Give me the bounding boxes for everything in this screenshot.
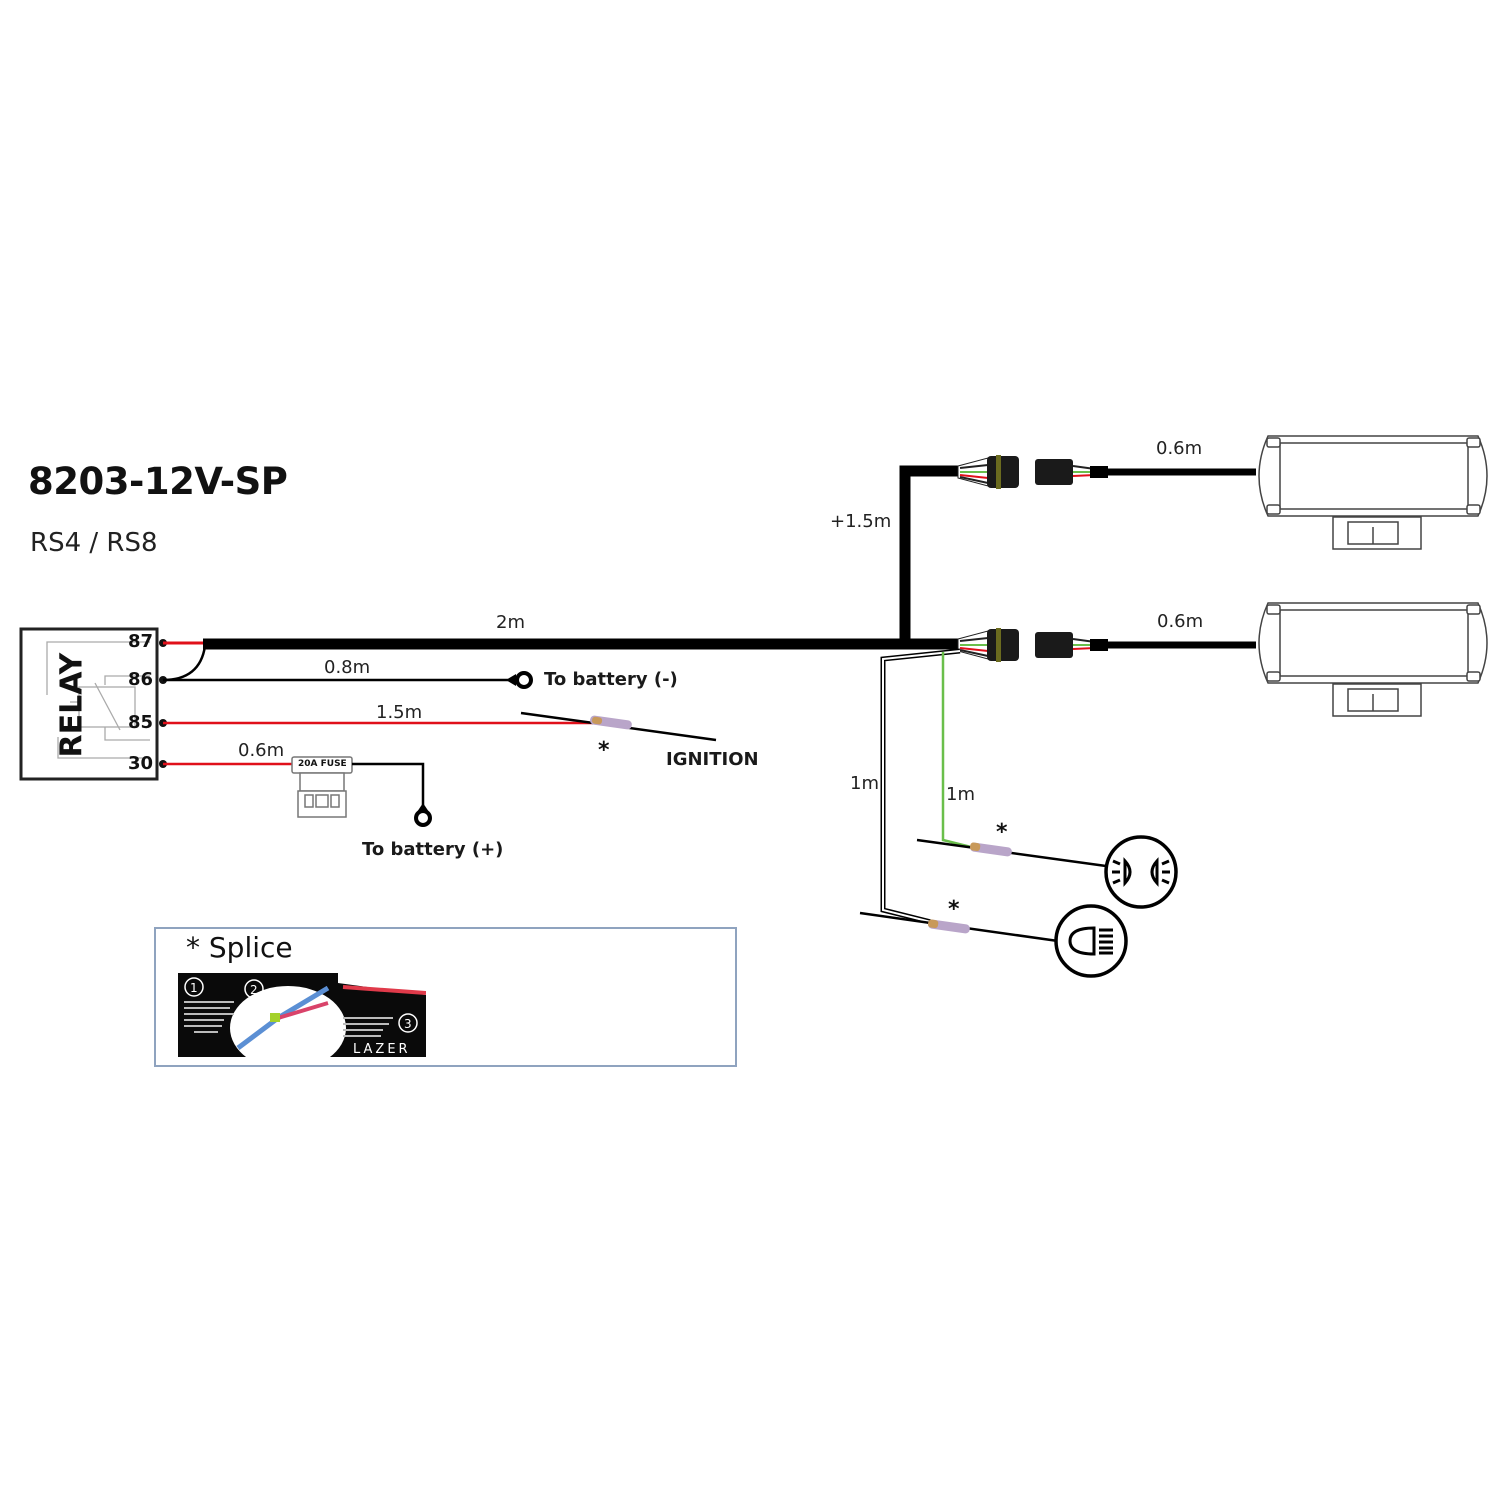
sidelight-wire-length: 1m: [946, 784, 975, 805]
splice-instructions-image: 1 2 3 LAZER: [178, 973, 426, 1057]
fuse-holder: [291, 756, 353, 818]
fuse-label: 20A FUSE: [298, 759, 347, 769]
main-wire-length: 2m: [496, 612, 525, 633]
diagram-title: 8203-12V-SP: [28, 460, 288, 503]
splice-legend-title: * Splice: [186, 931, 293, 964]
ground-wire-length: 0.8m: [324, 657, 371, 678]
lamp2-wire-length: 0.6m: [1157, 611, 1204, 632]
light-bar-lower: [1258, 602, 1488, 717]
splice-marker-highbeam: *: [948, 897, 960, 922]
ignition-label: IGNITION: [666, 749, 759, 770]
lamp1-wire-length: 0.6m: [1156, 438, 1203, 459]
light-bar-upper: [1258, 435, 1488, 550]
splice-connector-ignition: [590, 715, 632, 730]
highbeam-wire-length: 1m: [850, 773, 879, 794]
pin-86: 86: [128, 669, 154, 690]
high-beam-trigger-wire: [880, 648, 961, 931]
sidelight-icon: [1104, 835, 1178, 909]
pin-30: 30: [128, 753, 154, 774]
branch-wire-length: +1.5m: [830, 511, 892, 532]
splice-marker-ignition: *: [598, 738, 610, 763]
splice-connector-highbeam: [928, 919, 970, 934]
pin-87: 87: [128, 631, 154, 652]
pin-85: 85: [128, 712, 154, 733]
sidelight-trigger-wire: [941, 652, 976, 850]
ring-terminal-positive: [414, 803, 432, 827]
battery-positive-label: To battery (+): [362, 839, 504, 860]
brand-logo: LAZER: [353, 1042, 411, 1057]
diagram-subtitle: RS4 / RS8: [30, 528, 158, 558]
splice-marker-sidelight: *: [996, 820, 1008, 845]
branch-harness-wire: [899, 465, 960, 644]
step-1: 1: [190, 981, 198, 995]
svg-text:2: 2: [250, 983, 258, 997]
fuse-wire-length: 0.6m: [238, 740, 285, 761]
svg-text:3: 3: [404, 1017, 412, 1031]
battery-negative-label: To battery (-): [544, 669, 678, 690]
ignition-wire-length: 1.5m: [376, 702, 423, 723]
connector-pair-upper: [957, 455, 1108, 489]
high-beam-icon: [1054, 904, 1128, 978]
ring-terminal-negative: [506, 671, 533, 689]
relay-label: RELAY: [54, 652, 90, 758]
splice-connector-sidelight: [970, 842, 1012, 857]
connector-pair-lower: [957, 628, 1108, 662]
splice-legend: * Splice 1 2 3 LAZER: [154, 927, 737, 1067]
